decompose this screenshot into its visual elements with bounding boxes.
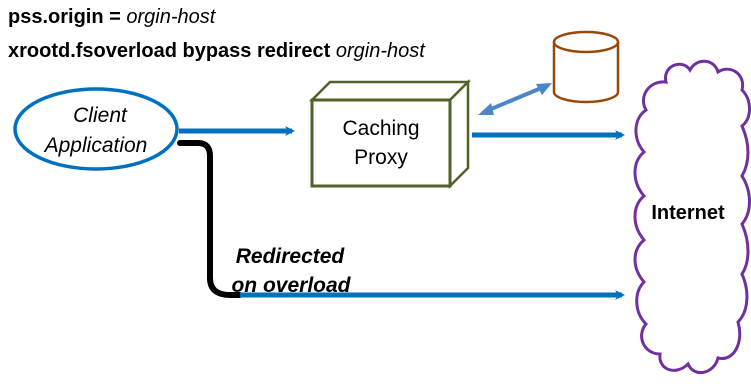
proxy-label-line1: Caching xyxy=(342,117,419,140)
config-directive: pss.origin = xyxy=(8,6,121,28)
internet-label: Internet xyxy=(651,202,725,224)
config-directive: xrootd.fsoverload bypass redirect xyxy=(8,40,331,62)
caching-proxy-node: Caching Proxy xyxy=(308,78,472,190)
config-value: orgin-host xyxy=(126,6,216,28)
config-line-origin: pss.origin = orgin-host xyxy=(8,6,215,29)
internet-cloud-icon: Internet xyxy=(633,59,751,374)
redirect-label-line2: on overload xyxy=(231,274,351,297)
client-label-line1: Client xyxy=(73,104,128,127)
proxy-label-line2: Proxy xyxy=(354,146,408,169)
cache-storage-cylinder-icon xyxy=(552,30,620,104)
redirect-path xyxy=(177,140,243,298)
client-application-node: Client Application xyxy=(13,87,179,171)
client-label-line2: Application xyxy=(43,134,148,157)
proxy-storage-link xyxy=(478,83,552,115)
config-line-fsoverload: xrootd.fsoverload bypass redirect orgin-… xyxy=(8,40,425,63)
redirect-label-line1: Redirected xyxy=(236,245,346,268)
config-value: orgin-host xyxy=(335,40,425,62)
